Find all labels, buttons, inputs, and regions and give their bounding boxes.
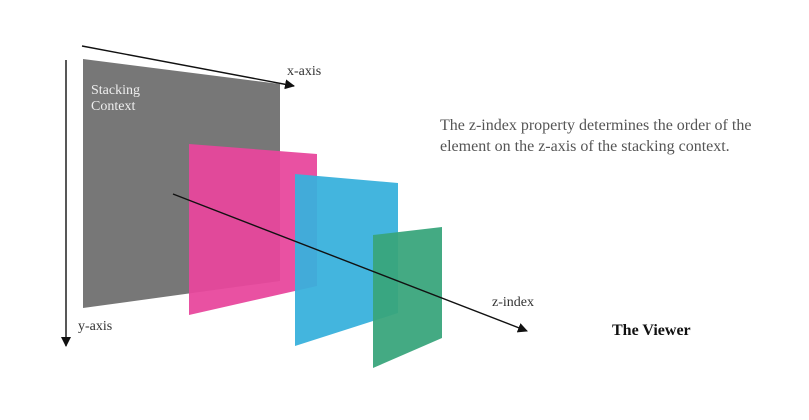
blue-plane bbox=[295, 174, 398, 346]
description-line1: The z-index property determines the orde… bbox=[440, 117, 751, 134]
stacking-context-label-line1: Stacking bbox=[91, 83, 140, 98]
z-index-arrow bbox=[172, 193, 528, 333]
green-plane bbox=[373, 227, 442, 368]
pink-plane bbox=[189, 144, 317, 315]
x-axis-label: x-axis bbox=[287, 64, 321, 79]
viewer-label: The Viewer bbox=[612, 322, 691, 339]
z-index-label: z-index bbox=[492, 295, 534, 310]
x-axis-arrow bbox=[81, 45, 295, 90]
y-axis-label: y-axis bbox=[78, 319, 112, 334]
description-line2: element on the z-axis of the stacking co… bbox=[440, 138, 730, 155]
stacking-context-label-line2: Context bbox=[91, 99, 135, 114]
